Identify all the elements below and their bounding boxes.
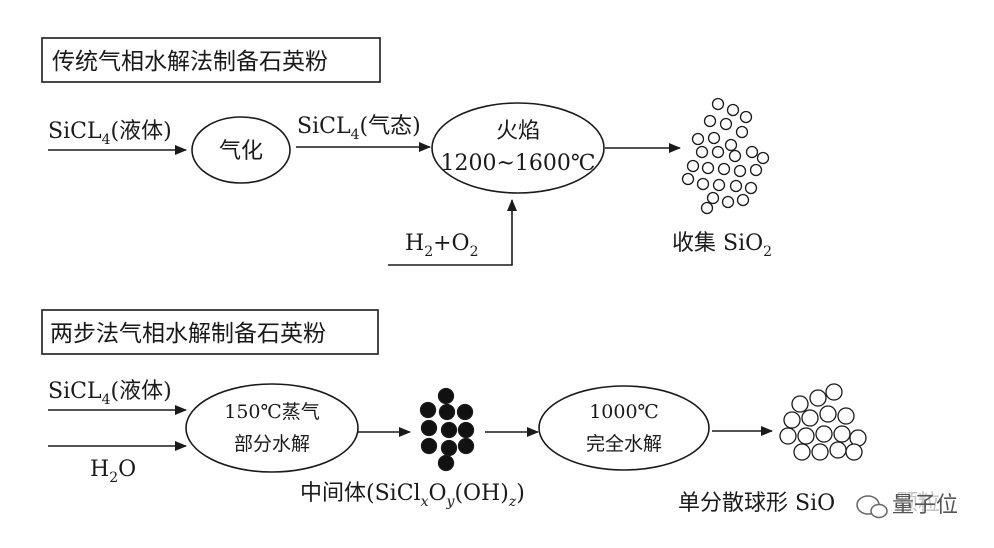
intermediate-particle [456, 403, 474, 421]
section2-sphere-cluster [779, 383, 867, 461]
sio2-particle [701, 161, 715, 175]
sio2-particle [744, 181, 758, 195]
section2-intermediate-label: 中间体(SiClxOy(OH)z) [300, 481, 525, 510]
intermediate-particle [419, 401, 437, 419]
sio2-particle [726, 103, 740, 117]
sio2-particle [703, 114, 717, 128]
intermediate-particle [440, 439, 458, 457]
section1-flame-line1: 火焰 [496, 119, 540, 144]
section1-flame-node [431, 102, 605, 194]
intermediate-particle [457, 421, 475, 439]
section2-steam-node [185, 383, 359, 473]
sphere-particle [801, 409, 819, 427]
sio2-particle [745, 145, 759, 159]
sio2-particle [711, 97, 725, 111]
sphere-particle [779, 427, 797, 445]
sphere-particle [811, 443, 829, 461]
sio2-particle [706, 191, 720, 205]
section2-title-box [41, 309, 379, 355]
sphere-particle [791, 395, 809, 413]
intermediate-particle [420, 419, 438, 437]
sio2-particle [681, 172, 695, 186]
section2-steam-line2: 部分水解 [234, 433, 310, 455]
section1-title: 传统气相水解法制备石英粉 [52, 49, 328, 75]
sio2-particle [711, 145, 725, 159]
sio2-particle [700, 201, 714, 215]
sio2-particle [695, 145, 709, 159]
sphere-particle [829, 441, 847, 459]
section1-flame-line2: 1200~1600℃ [440, 151, 595, 176]
sio2-particle [729, 179, 743, 193]
sphere-particle [837, 407, 855, 425]
sio2-particle [756, 151, 770, 165]
section1-particle-cluster [681, 97, 770, 215]
sio2-particle [721, 195, 735, 209]
sphere-particle [793, 443, 811, 461]
watermark-text: 量子位 [892, 493, 958, 518]
section2-output-label: 单分散球形 SiO [678, 491, 835, 516]
sio2-particle [691, 132, 705, 146]
sio2-particle [735, 125, 749, 139]
sio2-particle [749, 163, 763, 177]
section1-vaporize-label: 气化 [219, 139, 263, 164]
sio2-particle [707, 131, 721, 145]
section2-input-sicl4: SiCL4(液体) [48, 379, 172, 408]
intermediate-particle [438, 403, 456, 421]
sio2-particle [717, 162, 731, 176]
sphere-particle [819, 405, 837, 423]
section1-output-label: 收集 SiO2 [672, 231, 772, 260]
watermark: 量子位 [856, 488, 964, 519]
sphere-particle [833, 425, 851, 443]
section1-gas-sicl4: SiCL4(气态) [297, 114, 421, 143]
section2-steam-line1: 150℃蒸气 [224, 401, 320, 423]
sio2-particle [728, 149, 742, 163]
sio2-particle [736, 193, 750, 207]
section1-arrow-feed [388, 199, 517, 266]
sphere-particle [815, 425, 833, 443]
intermediate-particle [437, 387, 455, 405]
sphere-particle [797, 427, 815, 445]
sphere-particle [783, 411, 801, 429]
sio2-particle [719, 117, 733, 131]
intermediate-particle [420, 437, 438, 455]
section2-hydrolysis-line2: 完全水解 [586, 433, 662, 455]
section1-vaporize-node [191, 116, 291, 184]
section1-input-sicl4: SiCL4(液体) [48, 119, 172, 148]
section2-title: 两步法气相水解制备石英粉 [50, 321, 326, 347]
sphere-particle [825, 383, 843, 401]
sio2-particle [696, 177, 710, 191]
section2-hydrolysis-node [538, 385, 710, 471]
wechat-icon-bubble [870, 503, 888, 519]
section2-input-h2o: H2O [90, 457, 136, 486]
sio2-particle [733, 164, 747, 178]
sio2-particle [712, 178, 726, 192]
section1-title-box [41, 37, 381, 83]
section1-feed-h2o2: H2+O2 [405, 231, 479, 260]
intermediate-particle [437, 454, 455, 472]
sio2-particle [739, 110, 753, 124]
intermediate-particle [440, 421, 458, 439]
section2-intermediate-cluster [419, 387, 475, 472]
intermediate-particle [457, 437, 475, 455]
sphere-particle [845, 443, 863, 461]
section2-hydrolysis-line1: 1000℃ [589, 401, 659, 423]
sio2-particle [724, 138, 738, 152]
sphere-particle [809, 389, 827, 407]
sio2-particle [686, 159, 700, 173]
